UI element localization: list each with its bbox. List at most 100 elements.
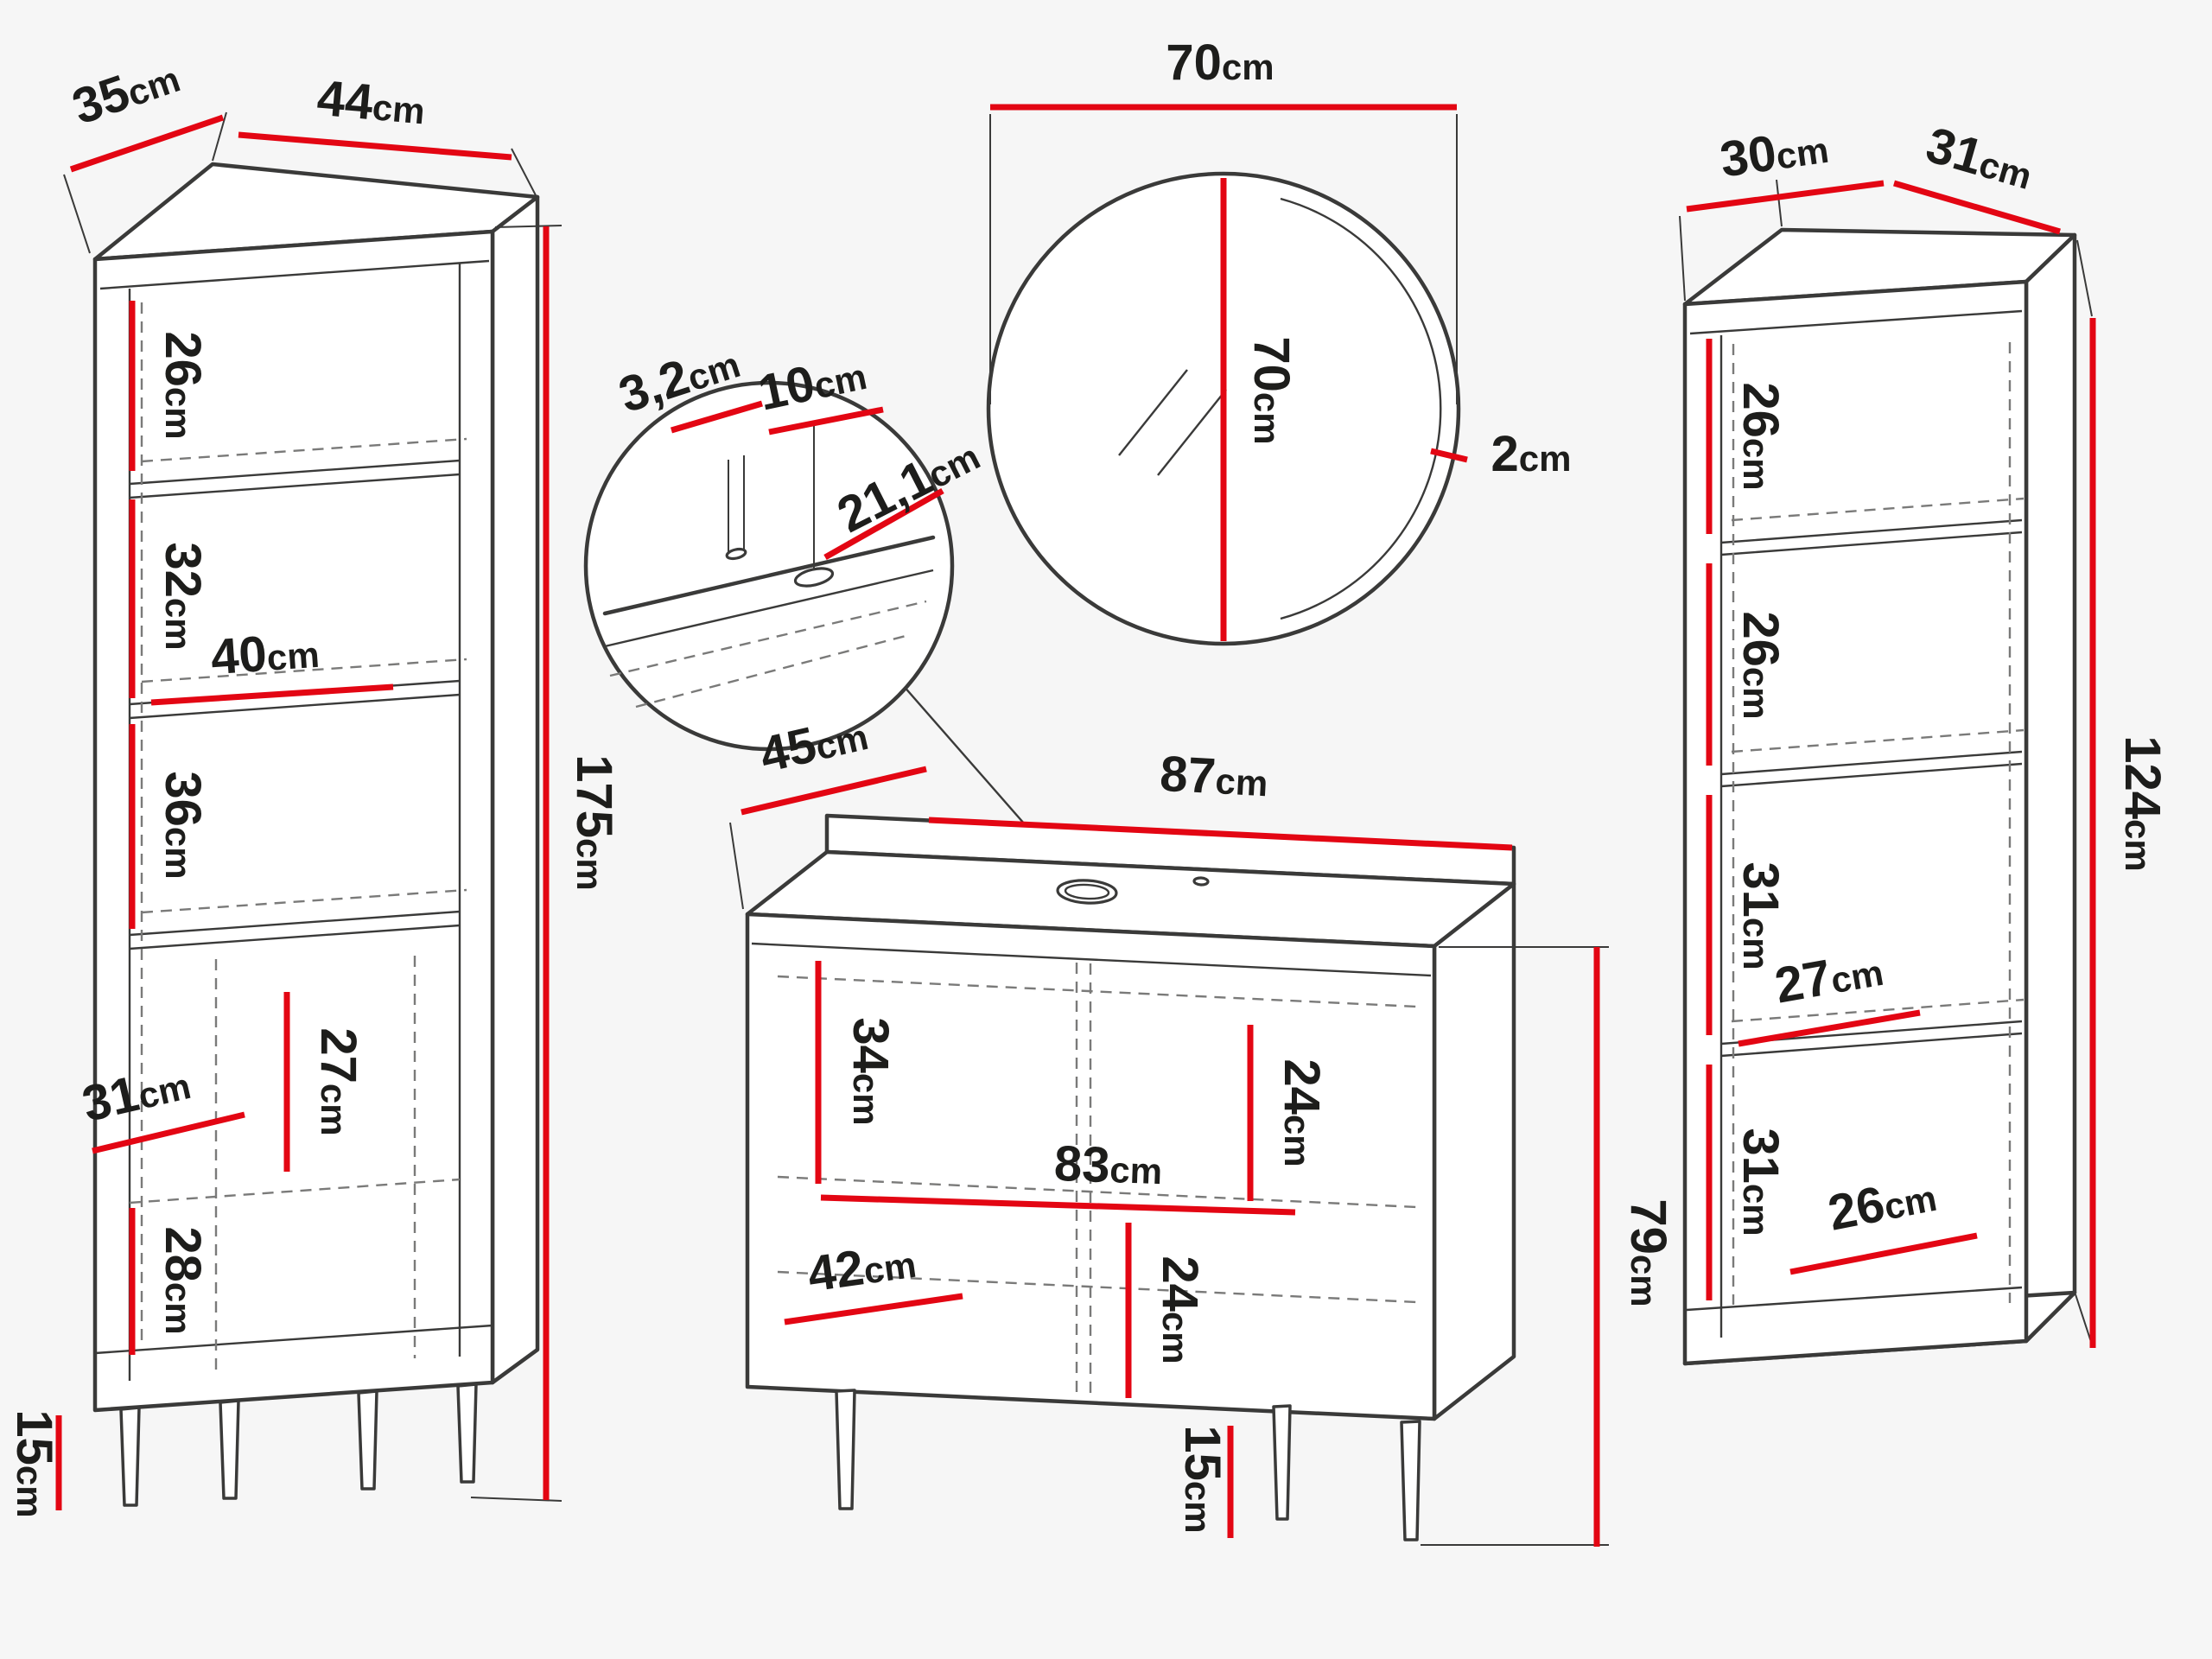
small-hole bbox=[725, 547, 747, 561]
extension-line bbox=[2075, 1294, 2093, 1345]
shelf-line bbox=[1720, 750, 2023, 776]
extension-line bbox=[729, 822, 744, 910]
side-panel bbox=[490, 194, 540, 1385]
shelf-line bbox=[1720, 518, 2023, 544]
countertop-section-edge bbox=[604, 569, 934, 648]
hidden-shelf-edge bbox=[141, 888, 467, 914]
dim-label-lower-width: 42cm bbox=[804, 1232, 919, 1303]
shine-line bbox=[1118, 369, 1188, 456]
dim-line-hole-offset bbox=[823, 487, 944, 561]
extension-line bbox=[494, 225, 563, 228]
leg bbox=[1272, 1404, 1292, 1521]
dim-label-right-lower: 24cm bbox=[1152, 1255, 1208, 1363]
left-cabinet: 35cm 44cm 175cm 26cm 32cm 40cm 36cm 27cm… bbox=[6, 59, 622, 1518]
shelf-line bbox=[129, 473, 461, 499]
bottom-board-line bbox=[94, 1324, 493, 1355]
front-face bbox=[745, 912, 1437, 1421]
hidden-edge bbox=[635, 634, 906, 709]
dim-line-shelf-width bbox=[150, 683, 394, 706]
dim-line-inner-width bbox=[820, 1194, 1296, 1216]
leg bbox=[456, 1382, 478, 1484]
dim-line-shelf-width bbox=[1738, 1009, 1921, 1047]
dim-label-legs: 15cm bbox=[1174, 1425, 1230, 1533]
dim-label-upper-height: 34cm bbox=[842, 1017, 899, 1125]
dim-label-width: 44cm bbox=[315, 70, 427, 136]
dim-label-width: 31cm bbox=[1920, 117, 2039, 200]
dim-label-s2: 32cm bbox=[155, 542, 211, 650]
dim-label-lower-width: 31cm bbox=[77, 1053, 195, 1133]
hidden-rail bbox=[777, 975, 1418, 1008]
shelf-line bbox=[129, 693, 461, 720]
top-slab-line bbox=[99, 259, 490, 290]
dim-label-s4: 27cm bbox=[310, 1027, 366, 1135]
detail-circle bbox=[583, 380, 955, 752]
hidden-edge bbox=[609, 600, 927, 677]
dim-label-s3: 31cm bbox=[1732, 861, 1789, 969]
dim-line-width bbox=[928, 817, 1513, 851]
hidden-shelf-edge bbox=[777, 1175, 1418, 1209]
dim-label-right-upper: 24cm bbox=[1274, 1058, 1330, 1166]
dim-line-width bbox=[1893, 180, 2061, 235]
dim-label-depth: 30cm bbox=[1717, 118, 1832, 188]
hidden-shelf-edge bbox=[1731, 998, 2024, 1023]
dim-line-hole-spacing bbox=[768, 406, 884, 435]
extension-line bbox=[470, 1497, 563, 1502]
shelf-line bbox=[1720, 1032, 2023, 1058]
dim-label-s3: 36cm bbox=[155, 771, 211, 879]
hidden-shelf-edge bbox=[141, 437, 467, 463]
extension-line bbox=[212, 111, 227, 162]
mirror-frame-inner bbox=[1280, 197, 1442, 620]
front-face bbox=[1682, 279, 2029, 1366]
dim-line-lower-width bbox=[92, 1111, 245, 1154]
dim-line-depth bbox=[69, 114, 225, 173]
countertop-section-top bbox=[602, 535, 936, 616]
shelf-line bbox=[1720, 531, 2023, 556]
leg bbox=[1400, 1420, 1421, 1541]
hidden-shelf-edge bbox=[1731, 497, 2024, 522]
leg bbox=[119, 1406, 141, 1507]
dim-label-width: 70cm bbox=[1166, 35, 1274, 91]
shelf-line bbox=[129, 459, 461, 486]
dim-label-s1: 26cm bbox=[155, 331, 211, 439]
dim-line-hole-diameter bbox=[671, 400, 763, 434]
top-slab-line bbox=[751, 942, 1432, 977]
dim-label-shelf-width: 27cm bbox=[1770, 940, 1887, 1014]
dim-label-s2: 26cm bbox=[1732, 611, 1789, 719]
right-cabinet: 30cm 31cm 124cm 26cm 26cm 31cm 27cm 31cm… bbox=[1679, 117, 2171, 1366]
dim-label-height: 70cm bbox=[1243, 336, 1300, 444]
large-hole bbox=[793, 567, 835, 588]
sink-hole-inner bbox=[1064, 883, 1110, 900]
dim-label-width: 87cm bbox=[1159, 746, 1269, 807]
dim-line-depth bbox=[741, 766, 927, 816]
shine-line bbox=[1157, 389, 1227, 476]
dim-line-width bbox=[238, 131, 512, 161]
hidden-shelf-edge bbox=[129, 1178, 461, 1205]
dim-line-thickness bbox=[1430, 448, 1468, 463]
dim-label-thickness: 2cm bbox=[1491, 426, 1572, 482]
dim-label-height: 124cm bbox=[2114, 735, 2171, 871]
dim-label-hole-spacing: 10cm bbox=[753, 344, 871, 422]
dim-label-inner-width: 83cm bbox=[1053, 1135, 1163, 1195]
faucet-hole bbox=[1192, 876, 1210, 887]
dim-label-height: 175cm bbox=[566, 754, 622, 890]
dim-line-bottom-width bbox=[1789, 1232, 1978, 1275]
dim-label-bottom-width: 26cm bbox=[1824, 1166, 1941, 1242]
vanity-cabinet: 45cm 87cm 34cm 24cm 83cm 24cm 42cm 79cm … bbox=[729, 716, 1676, 1547]
dim-label-s1: 26cm bbox=[1732, 382, 1789, 490]
bottom-board-line bbox=[1686, 1286, 2023, 1312]
extension-line bbox=[1679, 215, 1686, 302]
side-panel bbox=[1432, 881, 1516, 1421]
leg bbox=[835, 1389, 856, 1510]
dim-label-height: 79cm bbox=[1620, 1198, 1676, 1306]
dim-line-depth bbox=[1686, 180, 1885, 213]
shelf-line bbox=[129, 910, 461, 937]
extension-line bbox=[2076, 239, 2093, 317]
extension-line bbox=[63, 174, 91, 254]
hidden-rail bbox=[777, 1270, 1418, 1304]
shelf-line bbox=[129, 924, 461, 950]
extension-line bbox=[1776, 179, 1783, 227]
front-face bbox=[92, 229, 495, 1413]
extension-line bbox=[511, 148, 537, 196]
